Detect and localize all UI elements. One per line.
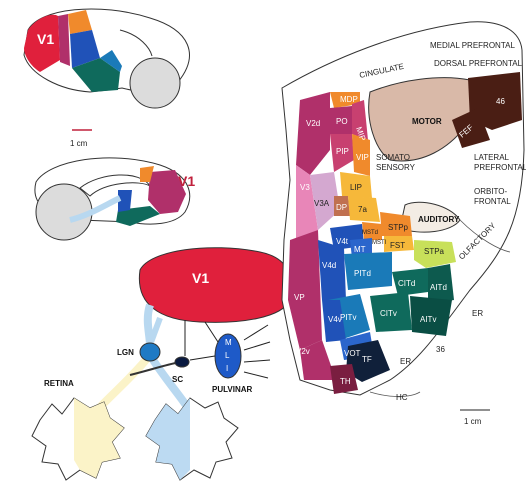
vip-label: VIP xyxy=(356,153,369,162)
retina-label: RETINA xyxy=(44,379,74,388)
sc-label: SC xyxy=(172,375,183,384)
stpa-label: STPa xyxy=(424,247,445,256)
orbitofrontal-label-1: ORBITO- xyxy=(474,187,508,196)
lateral-scale-label: 1 cm xyxy=(70,139,88,148)
v1-projection-shape xyxy=(139,248,292,323)
pulvinar-i-label: I xyxy=(226,364,228,373)
citd-label: CITd xyxy=(398,279,415,288)
v4v-label: V4v xyxy=(328,315,342,324)
area-36-label: 36 xyxy=(436,345,445,354)
pulvinar-l-label: L xyxy=(225,351,230,360)
vot-label: VOT xyxy=(344,349,361,358)
hc-line xyxy=(370,392,420,397)
th-label: TH xyxy=(340,377,351,386)
mstl-label: MSTI xyxy=(372,240,387,246)
v1-projection-label: V1 xyxy=(192,270,209,286)
lgn-label: LGN xyxy=(117,348,134,357)
somatosensory-label-2: SENSORY xyxy=(376,163,416,172)
er-label-right: ER xyxy=(472,309,483,318)
er-label-bottom: ER xyxy=(400,357,411,366)
flatmap-scale-label: 1 cm xyxy=(464,417,482,426)
lip-label: LIP xyxy=(350,183,362,192)
mt-label: MT xyxy=(354,245,366,254)
stpp-label: STPp xyxy=(388,223,409,232)
motor-label: MOTOR xyxy=(412,117,442,126)
hc-label: HC xyxy=(396,393,408,402)
v3-label: V3 xyxy=(300,183,310,192)
orbitofrontal-label-2: FRONTAL xyxy=(474,197,511,206)
medial-brain-view: V1 xyxy=(35,158,195,240)
v4d-region xyxy=(318,240,346,300)
sc-nucleus xyxy=(175,357,189,367)
cerebellum-lateral xyxy=(130,58,180,108)
aitv-label: AITv xyxy=(420,315,436,324)
aitd-label: AITd xyxy=(430,283,447,292)
vp-label: VP xyxy=(294,293,305,302)
fst-label: FST xyxy=(390,241,405,250)
pitd-label: PITd xyxy=(354,269,371,278)
tf-label: TF xyxy=(362,355,372,364)
area-46-label: 46 xyxy=(496,97,505,106)
7a-label: 7a xyxy=(358,205,367,214)
lateral-v1-label: V1 xyxy=(37,31,54,47)
mstd-label: MSTd xyxy=(362,230,378,236)
somatosensory-label-1: SOMATO xyxy=(376,153,410,162)
dp-label: DP xyxy=(336,203,347,212)
v4d-label: V4d xyxy=(322,261,336,270)
pulvinar-label: PULVINAR xyxy=(212,385,253,394)
medial-prefrontal-label: MEDIAL PREFRONTAL xyxy=(430,41,515,50)
v2d-label: V2d xyxy=(306,119,320,128)
mdp-label: MDP xyxy=(340,95,358,104)
dorsal-prefrontal-label: DORSAL PREFRONTAL xyxy=(434,59,523,68)
pitv-label: PITv xyxy=(340,313,356,322)
v3a-label: V3A xyxy=(314,199,330,208)
cortical-flatmap: CINGULATE MEDIAL PREFRONTAL DORSAL PREFR… xyxy=(282,22,526,426)
v2v-label: V2v xyxy=(296,347,310,356)
lateral-prefrontal-label-2: PREFRONTAL xyxy=(474,163,526,172)
citv-label: CITv xyxy=(380,309,397,318)
lgn-nucleus xyxy=(140,343,160,361)
lateral-prefrontal-label-1: LATERAL xyxy=(474,153,510,162)
pip-label: PIP xyxy=(336,147,349,156)
pulvinar-m-label: M xyxy=(225,338,232,347)
retina-left-fill xyxy=(74,398,124,478)
medial-v1-label: V1 xyxy=(178,173,195,189)
cerebellum-medial xyxy=(36,184,92,240)
v4t-label: V4t xyxy=(336,237,349,246)
auditory-label: AUDITORY xyxy=(418,215,460,224)
po-label: PO xyxy=(336,117,348,126)
subcortical-pathways: V1 LGN SC M L I PULVINAR RETINA xyxy=(32,248,292,480)
retina-right-fill xyxy=(146,398,190,480)
lateral-brain-view: V1 1 cm xyxy=(24,9,189,148)
